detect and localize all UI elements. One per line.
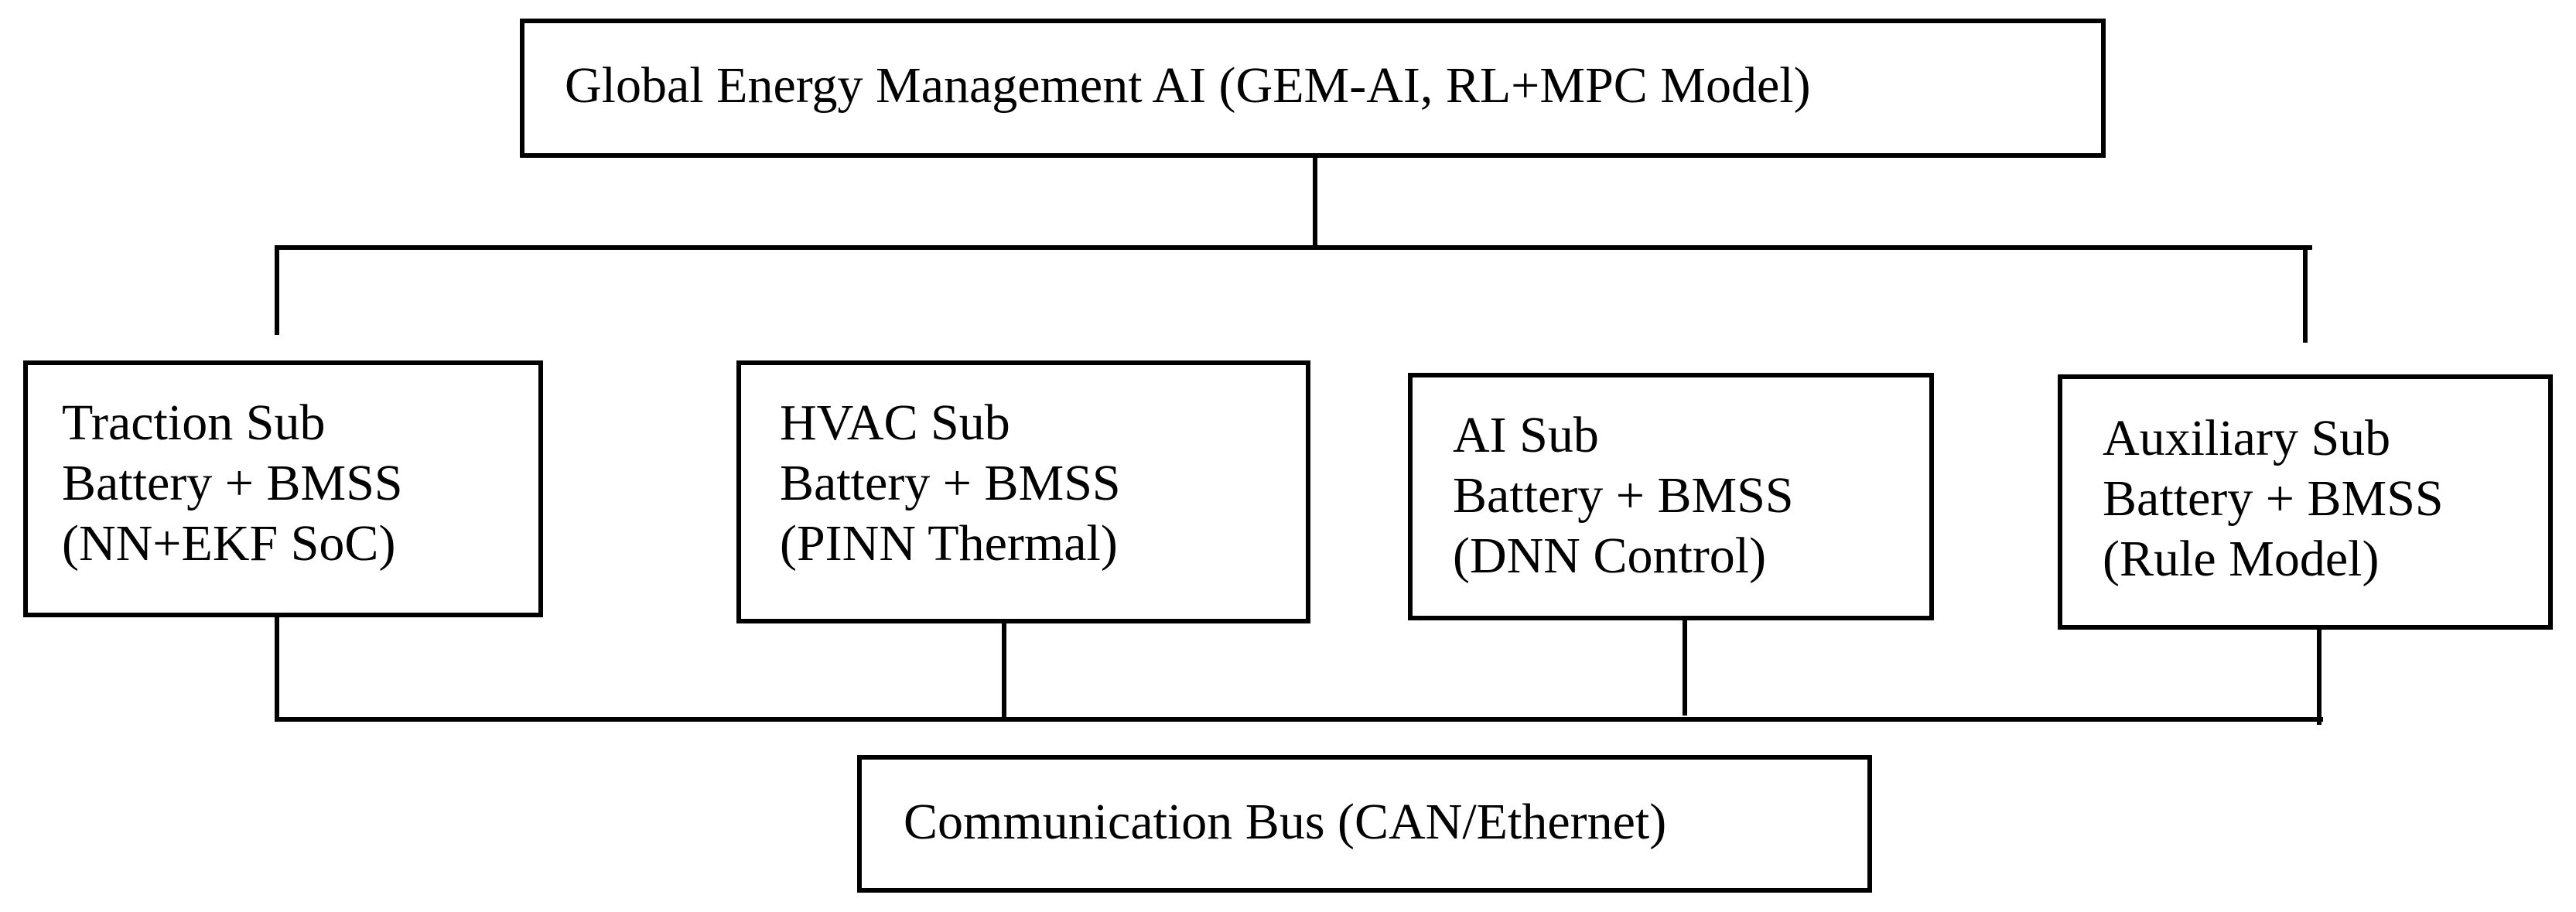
auxiliary-sub-title: Auxiliary Sub [2103, 410, 2391, 466]
ai-sub-label: AI Sub Battery + BMSS (DNN Control) [1453, 405, 1794, 586]
traction-sub-box: Traction Sub Battery + BMSS (NN+EKF SoC) [23, 360, 543, 617]
auxiliary-sub-model: (Rule Model) [2103, 531, 2380, 587]
traction-sub-label: Traction Sub Battery + BMSS (NN+EKF SoC) [62, 393, 403, 574]
hvac-sub-box: HVAC Sub Battery + BMSS (PINN Thermal) [736, 360, 1310, 623]
traction-sub-title: Traction Sub [62, 395, 326, 451]
traction-sub-battery: Battery + BMSS [62, 455, 403, 511]
hvac-sub-battery: Battery + BMSS [780, 455, 1121, 511]
ai-sub-box: AI Sub Battery + BMSS (DNN Control) [1408, 373, 1934, 620]
ai-sub-title: AI Sub [1453, 407, 1599, 463]
auxiliary-sub-battery: Battery + BMSS [2103, 470, 2444, 527]
communication-bus-box: Communication Bus (CAN/Ethernet) [857, 755, 1872, 893]
hvac-sub-title: HVAC Sub [780, 395, 1010, 451]
auxiliary-sub-label: Auxiliary Sub Battery + BMSS (Rule Model… [2103, 408, 2444, 589]
hvac-sub-model: (PINN Thermal) [780, 515, 1118, 572]
hvac-sub-label: HVAC Sub Battery + BMSS (PINN Thermal) [780, 393, 1121, 574]
ai-sub-model: (DNN Control) [1453, 528, 1767, 584]
communication-bus-label: Communication Bus (CAN/Ethernet) [904, 794, 1667, 850]
gem-ai-box: Global Energy Management AI (GEM-AI, RL+… [520, 19, 2106, 158]
auxiliary-sub-box: Auxiliary Sub Battery + BMSS (Rule Model… [2058, 374, 2553, 630]
gem-ai-label: Global Energy Management AI (GEM-AI, RL+… [565, 57, 1811, 114]
ai-sub-battery: Battery + BMSS [1453, 467, 1794, 524]
traction-sub-model: (NN+EKF SoC) [62, 515, 396, 572]
